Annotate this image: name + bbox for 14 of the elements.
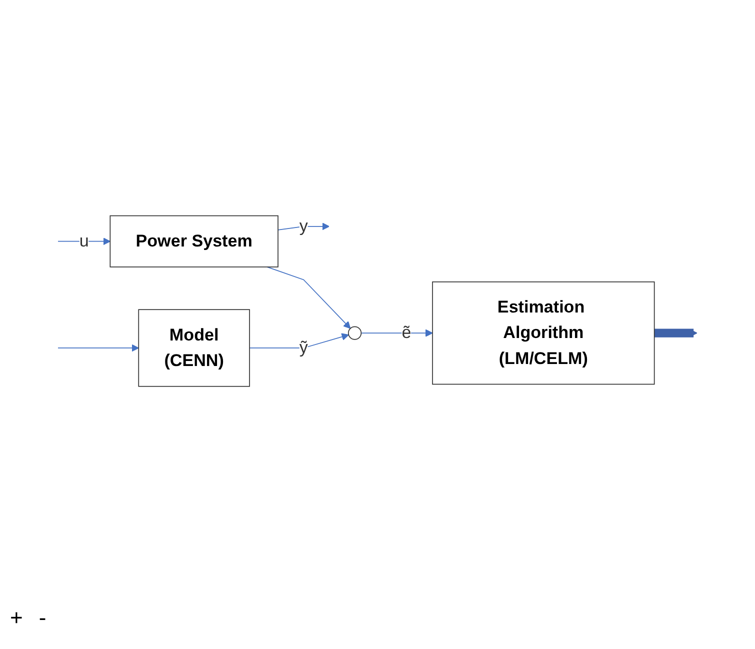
sign-label: - — [38, 605, 46, 630]
edge-label: y — [299, 217, 308, 236]
edge-label: ẽ — [402, 324, 412, 342]
arrow — [654, 328, 698, 338]
sign-label: + — [10, 605, 23, 630]
arrow — [249, 333, 349, 348]
node-box: Model (CENN) — [138, 309, 250, 387]
node-box: Estimation Algorithm (LM/CELM) — [432, 281, 655, 385]
edge-label: u — [79, 232, 89, 251]
edge-label: ỹ — [299, 338, 308, 358]
arrow — [266, 266, 351, 329]
node-box: Power System — [110, 215, 278, 268]
arrow — [58, 344, 139, 352]
node-circle — [348, 326, 362, 340]
